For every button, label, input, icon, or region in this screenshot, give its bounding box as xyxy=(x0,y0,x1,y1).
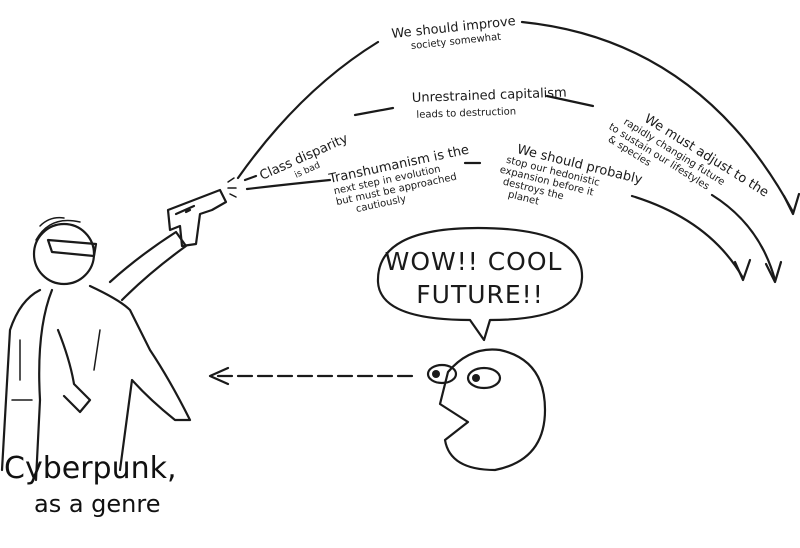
left-pupil xyxy=(432,370,440,378)
cyberpunk-character xyxy=(0,188,228,482)
arc-outer-right xyxy=(520,20,795,214)
arc-inner-right xyxy=(630,194,745,280)
raised-arm xyxy=(108,230,188,302)
muzzle-flash-icon xyxy=(227,177,237,198)
caption-line1: Cyberpunk, xyxy=(4,451,177,486)
blob-body xyxy=(438,348,547,472)
arrowhead-outer xyxy=(782,192,800,216)
arrowhead-middle xyxy=(764,260,783,284)
speech-text: WOW!! COOL FUTURE!! xyxy=(385,247,572,309)
coat-lines xyxy=(11,329,101,401)
idea-adjust-future: We must adjust to the rapidly changing f… xyxy=(601,98,774,232)
arc-inner-a xyxy=(245,178,332,191)
right-eye xyxy=(466,366,502,390)
arc-middle-right xyxy=(710,193,777,282)
caption-line2: as a genre xyxy=(34,490,161,518)
right-pupil xyxy=(472,374,480,382)
arc-middle-b xyxy=(545,94,595,108)
speech-bubble xyxy=(376,226,584,342)
arrowhead-gaze xyxy=(208,366,230,386)
visor-glasses xyxy=(46,238,98,258)
hair xyxy=(35,216,81,241)
idea-capitalism: Unrestrained capitalism leads to destruc… xyxy=(412,85,572,121)
arc-outer xyxy=(236,40,380,180)
lower-arm xyxy=(56,328,92,414)
arc-middle-left xyxy=(243,174,258,182)
idea-transhumanism: Transhumanism is the next step in evolut… xyxy=(327,142,481,219)
blob-character xyxy=(426,348,547,472)
coat xyxy=(0,284,192,482)
idea-improve-society: We should improve society somewhat xyxy=(391,14,522,54)
gun xyxy=(166,188,228,248)
arrowhead-inner xyxy=(733,258,752,282)
left-eye xyxy=(426,363,458,385)
arc-middle-a xyxy=(353,106,395,117)
